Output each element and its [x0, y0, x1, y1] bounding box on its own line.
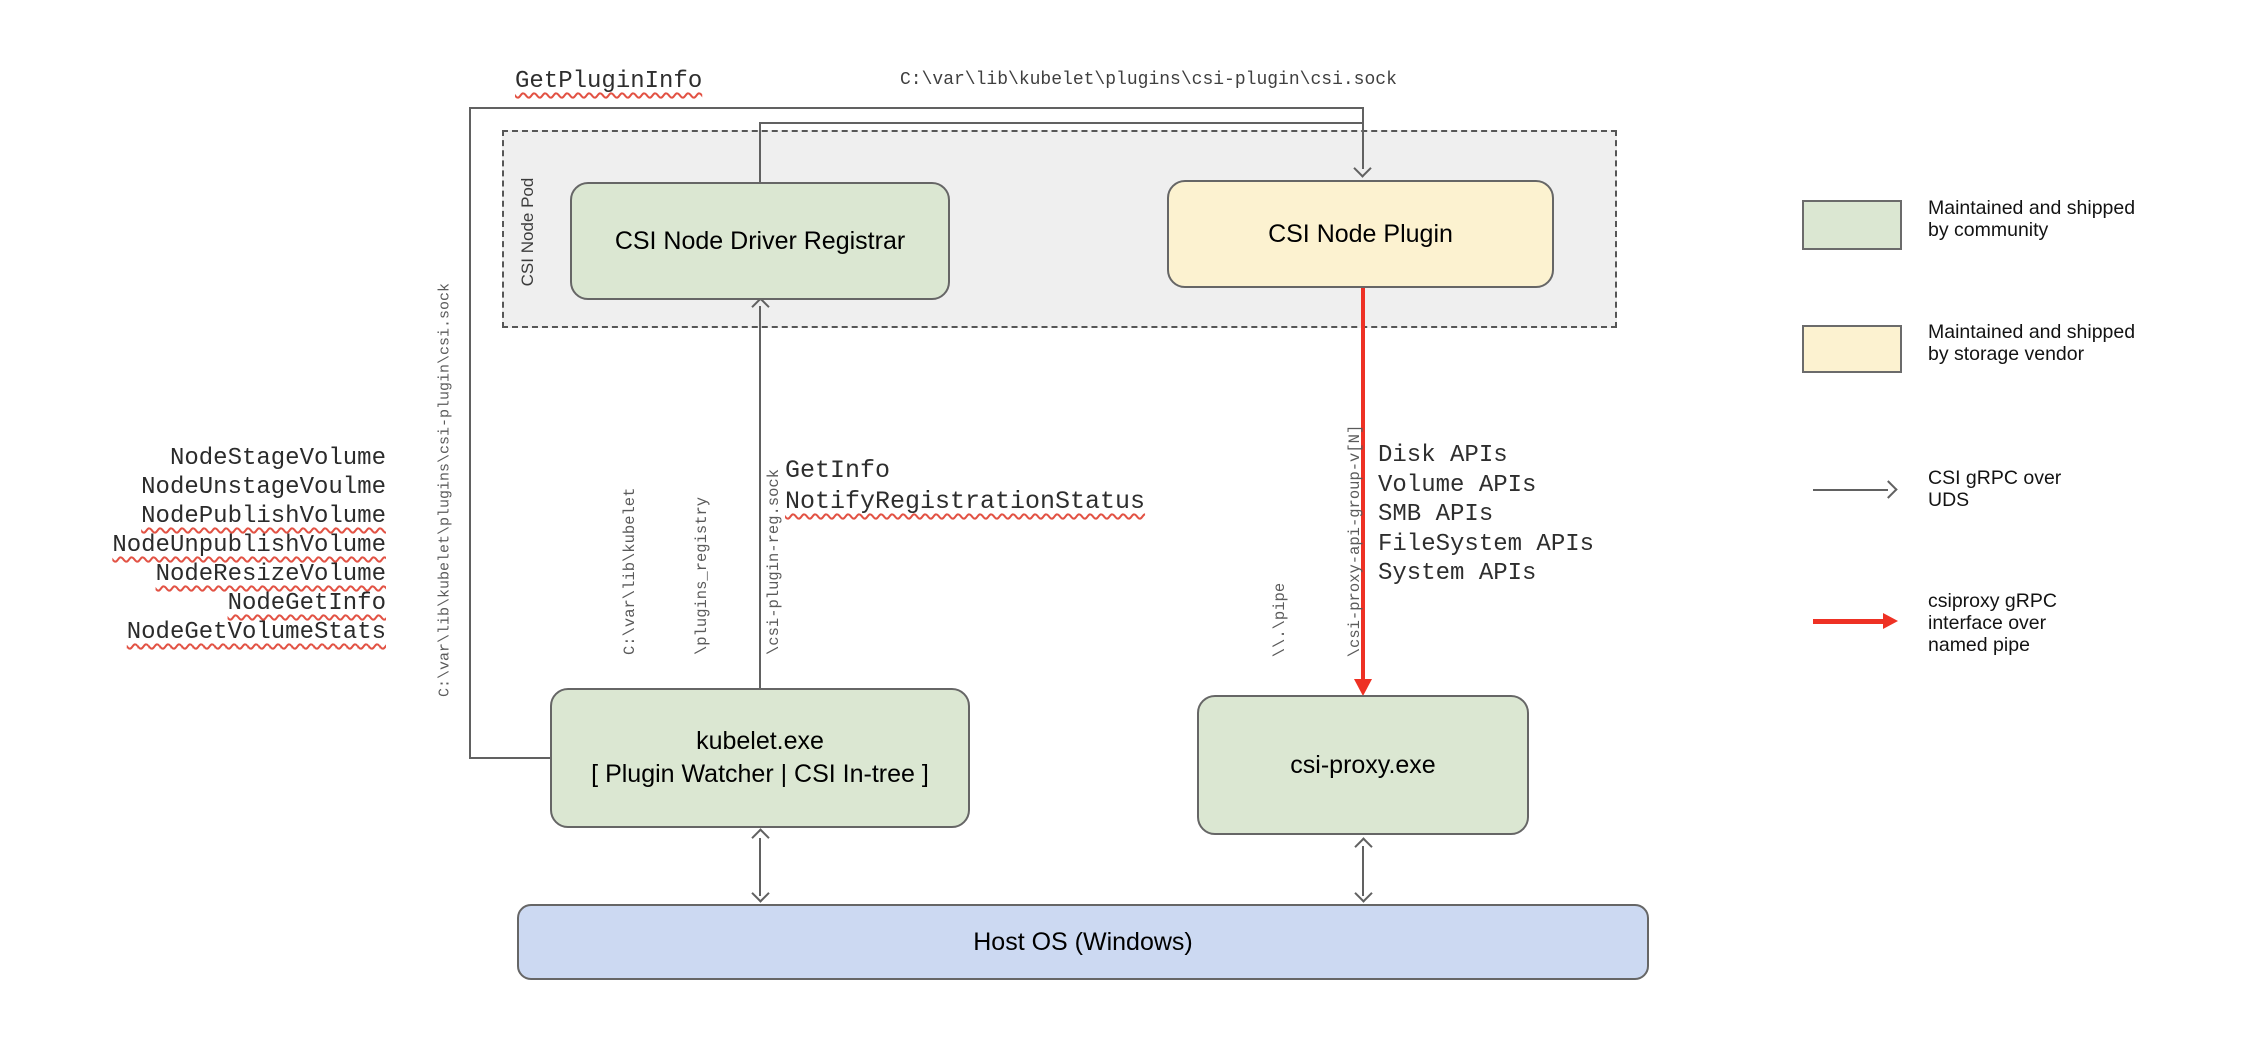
edge-kubelet-to-plugin-stub: [469, 757, 550, 759]
registry-sock-line3: \csi-plugin-reg.sock: [765, 468, 783, 656]
api-item: Disk APIs: [1378, 442, 1508, 469]
legend-red-arrow-icon: [1813, 619, 1885, 624]
node-label: csi-proxy.exe: [1290, 750, 1436, 779]
api-item: System APIs: [1378, 560, 1537, 587]
legend-line: by community: [1928, 219, 2049, 241]
edge-kubelet-hostos: [759, 838, 761, 896]
label-registration-calls: GetInfo NotifyRegistrationStatus: [785, 455, 1145, 517]
api-item: FileSystem APIs: [1378, 530, 1595, 558]
legend-line: csiproxy gRPC: [1928, 590, 2057, 612]
node-label-line1: kubelet.exe: [696, 727, 824, 755]
node-call-item: NodePublishVolume: [141, 503, 386, 530]
label-csi-sock-path-top: C:\var\lib\kubelet\plugins\csi-plugin\cs…: [900, 70, 1397, 90]
arrowhead-kubelet-down-icon: [751, 884, 770, 903]
legend-vendor-text: Maintained and shipped by storage vendor: [1928, 321, 2135, 365]
edge-registrar-to-plugin-top: [759, 122, 1364, 124]
edge-kubelet-to-registrar: [759, 306, 761, 688]
legend-uds-text: CSI gRPC over UDS: [1928, 467, 2061, 511]
label-node-call-list: NodeStageVolume NodeUnstageVoulme NodePu…: [80, 444, 386, 647]
node-csi-node-plugin: CSI Node Plugin: [1167, 180, 1554, 288]
node-csi-proxy: csi-proxy.exe: [1197, 695, 1529, 835]
legend-pipe-text: csiproxy gRPC interface over named pipe: [1928, 590, 2057, 656]
node-label: CSI Node Driver Registrar: [614, 226, 906, 255]
csi-node-pod-label: CSI Node Pod: [518, 177, 537, 287]
api-item: SMB APIs: [1378, 501, 1494, 528]
node-call-item: NodeUnpublishVolume: [112, 532, 386, 559]
registry-sock-line2: \plugins_registry: [693, 496, 711, 656]
edge-kubelet-to-plugin-left: [469, 107, 471, 759]
legend-line: UDS: [1928, 489, 1970, 511]
node-call-item: NodeGetInfo: [227, 590, 386, 617]
edge-registrar-to-plugin-stub: [759, 122, 761, 184]
arrowhead-csiproxy-down-icon: [1354, 884, 1373, 903]
legend-line: CSI gRPC over: [1928, 467, 2062, 489]
legend-gray-arrowhead-icon: [1879, 480, 1898, 499]
node-label: CSI Node Plugin: [1268, 219, 1453, 248]
label-api-list: Disk APIs Volume APIs SMB APIs FileSyste…: [1378, 441, 1594, 589]
node-call-item: NodeUnstageVoulme: [141, 474, 386, 501]
legend-gray-arrow-icon: [1813, 489, 1888, 491]
legend-community-swatch: [1802, 200, 1902, 250]
legend-line: interface over: [1928, 612, 2047, 634]
arrowhead-red-pipe-icon: [1354, 679, 1372, 696]
pipe-line2: \csi-proxy-api-group-v[N]: [1346, 424, 1364, 658]
node-label: Host OS (Windows): [973, 927, 1193, 956]
arrowhead-kubelet-up-icon: [751, 828, 770, 847]
edge-kubelet-to-plugin-top: [469, 107, 1364, 109]
api-item: Volume APIs: [1378, 471, 1537, 499]
node-call-item: NodeStageVolume: [169, 445, 386, 472]
legend-line: Maintained and shipped: [1928, 321, 2136, 343]
label-get-info: GetInfo: [785, 456, 891, 485]
edge-csiproxy-hostos: [1362, 846, 1364, 896]
node-label-line2: [ Plugin Watcher | CSI In-tree ]: [591, 760, 929, 788]
label-csi-sock-path-left: C:\var\lib\kubelet\plugins\csi-plugin\cs…: [436, 282, 454, 698]
registry-sock-line1: C:\var\lib\kubelet: [621, 487, 639, 656]
legend-line: by storage vendor: [1928, 343, 2085, 365]
arrowhead-csiproxy-up-icon: [1354, 837, 1373, 856]
edge-into-plugin-vertical: [1362, 107, 1364, 169]
legend-community-text: Maintained and shipped by community: [1928, 197, 2135, 241]
node-call-item: NodeGetVolumeStats: [126, 619, 386, 646]
legend-red-arrowhead-icon: [1883, 613, 1898, 629]
node-host-os: Host OS (Windows): [517, 904, 1649, 980]
node-csi-node-driver-registrar: CSI Node Driver Registrar: [570, 182, 950, 300]
pipe-line1: \\.\pipe: [1271, 582, 1289, 658]
edge-plugin-to-csiproxy-red: [1361, 288, 1365, 682]
legend-line: named pipe: [1928, 634, 2030, 656]
node-kubelet: kubelet.exe [ Plugin Watcher | CSI In-tr…: [550, 688, 970, 828]
label-notify-registration-status: NotifyRegistrationStatus: [785, 487, 1146, 516]
legend-vendor-swatch: [1802, 325, 1902, 373]
node-call-item: NodeResizeVolume: [155, 561, 386, 588]
legend-line: Maintained and shipped: [1928, 197, 2136, 219]
label-get-plugin-info: GetPluginInfo: [515, 68, 703, 95]
